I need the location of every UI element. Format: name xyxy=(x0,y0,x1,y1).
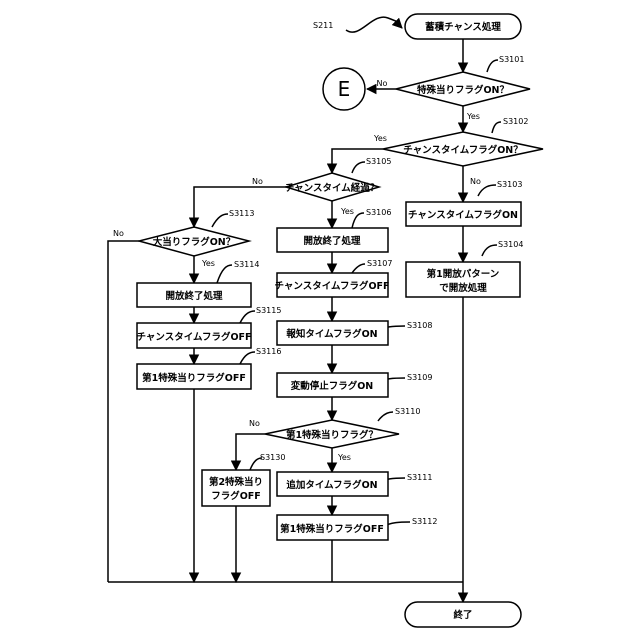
s3101-no-label: No xyxy=(377,79,388,88)
process-s3115-label: チャンスタイムフラグOFF xyxy=(136,331,251,343)
ref-s3107: S3107 xyxy=(367,259,392,268)
ref-s3105: S3105 xyxy=(366,157,391,166)
s3101-yes-label: Yes xyxy=(466,112,480,121)
process-s3114-label: 開放終了処理 xyxy=(165,290,223,302)
ref-s3113: S3113 xyxy=(229,209,254,218)
process-s3107-label: チャンスタイムフラグOFF xyxy=(274,280,389,292)
decision-s3105-label: チャンスタイム経過？ xyxy=(285,182,380,194)
process-s3111-label: 追加タイムフラグON xyxy=(286,479,377,491)
ref-s3101: S3101 xyxy=(499,55,524,64)
decision-s3101-label: 特殊当りフラグON？ xyxy=(417,84,509,96)
s3105-no-label: No xyxy=(252,177,263,186)
decision-s3113-label: 大当りフラグON？ xyxy=(153,236,236,248)
ref-s3102: S3102 xyxy=(503,117,528,126)
s211-leader xyxy=(346,17,402,32)
ref-s3104: S3104 xyxy=(498,240,523,249)
process-s3116-label: 第1特殊当りフラグOFF xyxy=(142,372,246,384)
s3113-yes-label: Yes xyxy=(201,259,215,268)
start-ref: S211 xyxy=(313,21,333,30)
decision-s3102-label: チャンスタイムフラグON？ xyxy=(403,144,522,156)
process-s3106-label: 開放終了処理 xyxy=(303,235,361,247)
s3110-yes-label: Yes xyxy=(337,453,351,462)
ref-s3116: S3116 xyxy=(256,347,281,356)
process-s3130-line1: 第2特殊当り xyxy=(209,476,263,488)
s3110-no-label: No xyxy=(249,419,260,428)
ref-s3130: S3130 xyxy=(260,453,285,462)
arrow-s3110-no xyxy=(236,434,265,470)
ref-s3114: S3114 xyxy=(234,260,259,269)
ref-s3115: S3115 xyxy=(256,306,281,315)
ref-s3110: S3110 xyxy=(395,407,420,416)
ref-s3111: S3111 xyxy=(407,473,432,482)
s3105-yes-label: Yes xyxy=(340,207,354,216)
process-s3112-label: 第1特殊当りフラグOFF xyxy=(280,523,384,535)
process-s3104-line1: 第1開放パターン xyxy=(427,268,500,280)
process-s3130-line2: フラグOFF xyxy=(211,490,261,502)
process-s3109-label: 変動停止フラグON xyxy=(291,380,374,392)
arrow-s3105-no xyxy=(194,187,286,227)
ref-s3106: S3106 xyxy=(366,208,391,217)
decision-s3110-label: 第1特殊当りフラグ？ xyxy=(286,429,378,441)
line-s3113-no xyxy=(108,241,139,582)
s3102-no-label: No xyxy=(470,177,481,186)
ref-s3109: S3109 xyxy=(407,373,432,382)
ref-s3108: S3108 xyxy=(407,321,432,330)
connector-e-label: E xyxy=(338,77,351,101)
s3102-yes-label: Yes xyxy=(373,134,387,143)
process-s3108-label: 報知タイムフラグON xyxy=(286,328,377,340)
start-label: 蓄積チャンス処理 xyxy=(425,21,501,33)
process-s3104-line2: で開放処理 xyxy=(439,282,487,294)
end-label: 終了 xyxy=(453,609,472,621)
ref-s3103: S3103 xyxy=(497,180,522,189)
s3113-no-label: No xyxy=(113,229,124,238)
process-s3103-label: チャンスタイムフラグON xyxy=(408,209,518,221)
ref-s3112: S3112 xyxy=(412,517,437,526)
